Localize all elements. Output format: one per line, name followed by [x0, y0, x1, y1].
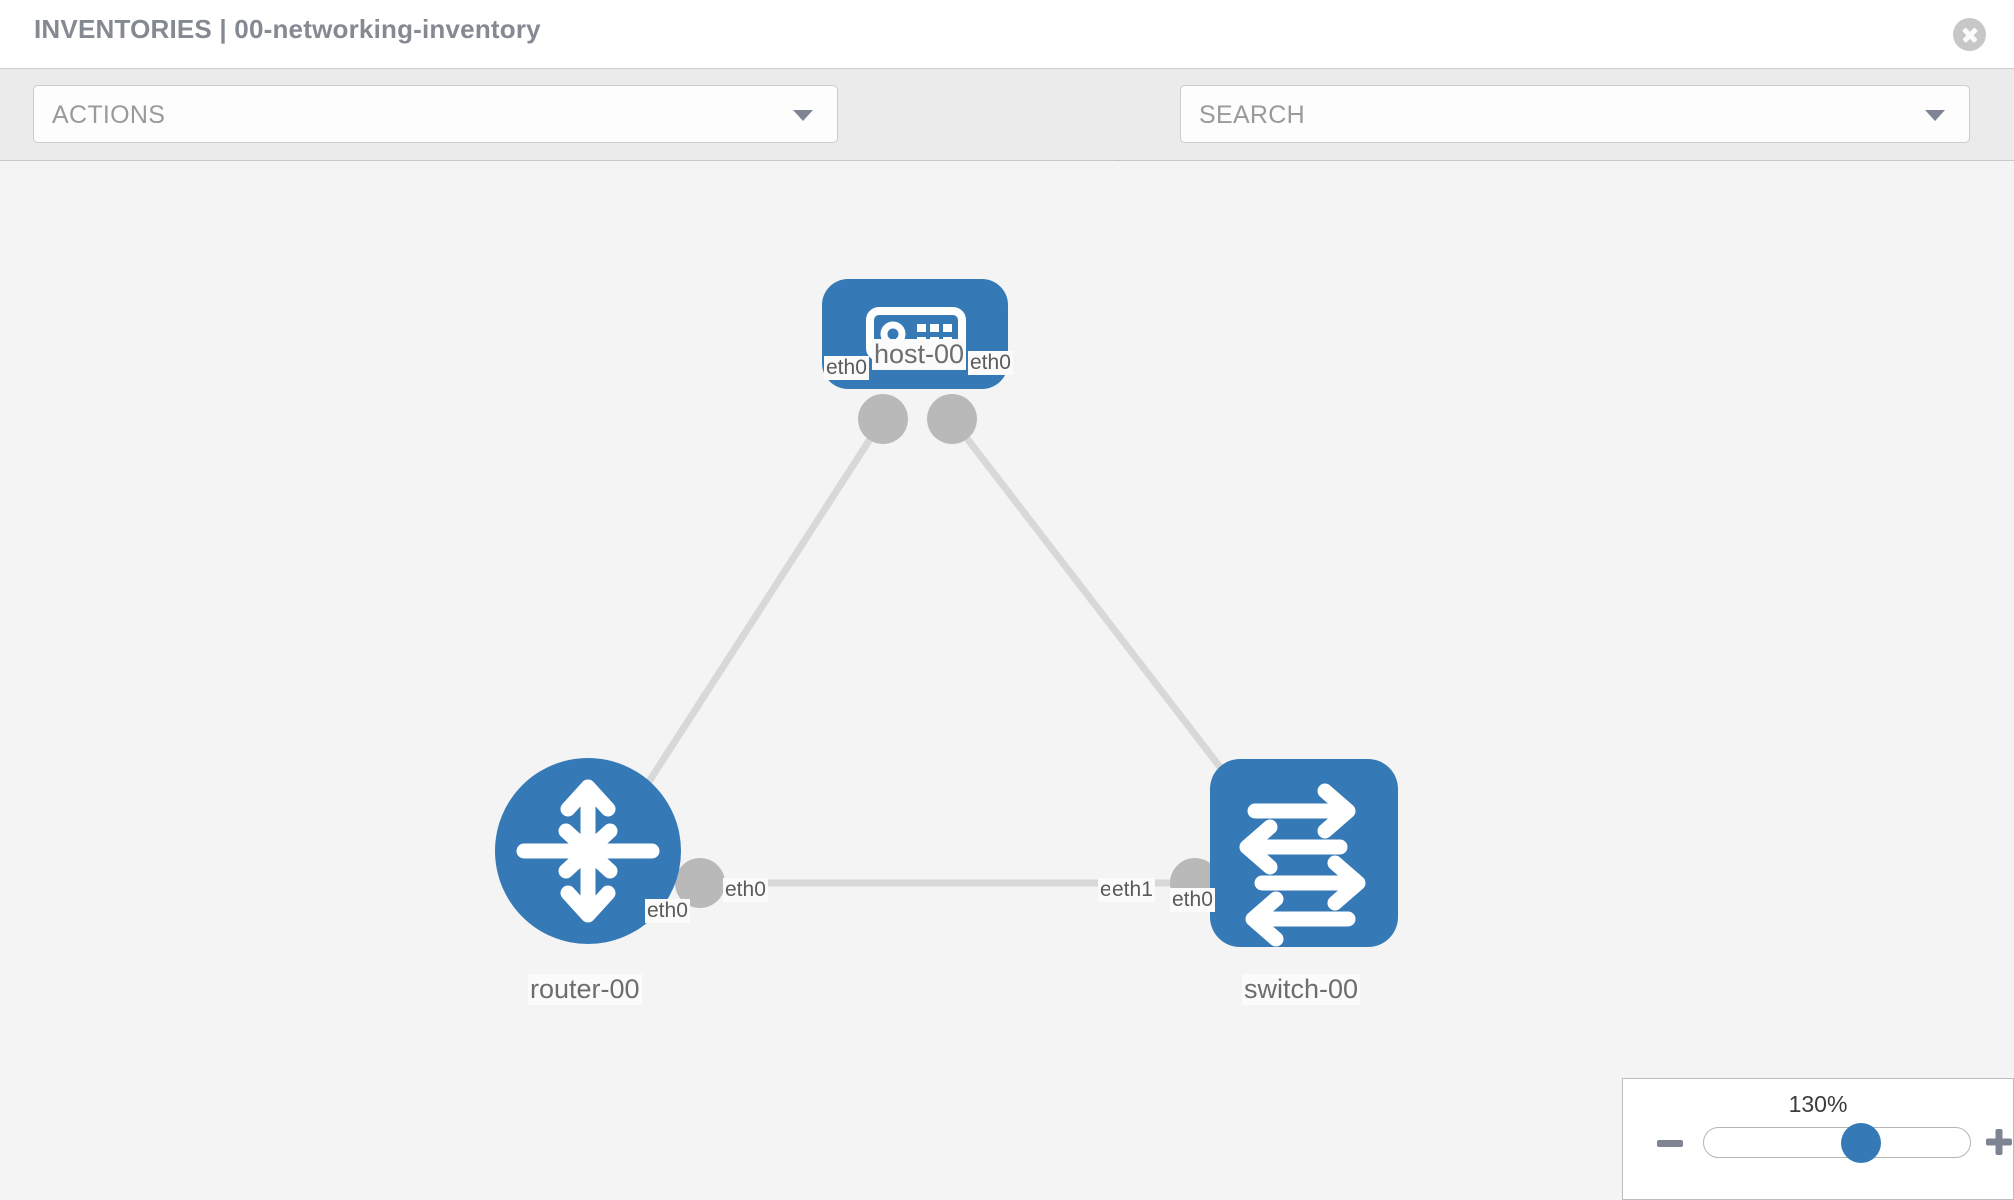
link-endpoint — [675, 858, 725, 908]
plus-icon[interactable] — [1985, 1128, 2013, 1156]
minus-icon[interactable] — [1657, 1140, 1683, 1147]
zoom-control-panel: 130% — [1622, 1078, 2014, 1200]
topology-graph — [495, 279, 1398, 947]
iface-label-router-eth0-uplink: eth0 — [645, 899, 690, 923]
link-host-switch — [949, 416, 1243, 796]
link-host-router — [627, 417, 886, 813]
iface-label-router-eth0-trunk: eth0 — [723, 878, 768, 902]
iface-label-host-eth0-right: eth0 — [968, 351, 1013, 375]
node-label-switch-00: switch-00 — [1242, 974, 1361, 1005]
switch-arrows-icon — [1239, 783, 1366, 947]
node-router-00[interactable] — [495, 758, 681, 944]
link-endpoint — [858, 394, 908, 444]
actions-dropdown-label: ACTIONS — [52, 101, 166, 129]
search-placeholder: SEARCH — [1199, 101, 1305, 129]
iface-label-switch-eth0-uplink: eth0 — [1170, 888, 1215, 912]
zoom-slider-thumb[interactable] — [1841, 1123, 1881, 1163]
zoom-level-value: 130% — [1788, 1091, 1848, 1117]
node-label-host-00: host-00 — [872, 339, 967, 370]
link-endpoint — [927, 394, 977, 444]
page-title: INVENTORIES | 00-networking-inventory — [34, 14, 541, 44]
router-arrows-icon — [516, 779, 660, 923]
toolbar: ACTIONS SEARCH — [0, 68, 2014, 199]
chevron-down-icon[interactable] — [1925, 110, 1945, 121]
topology-canvas[interactable]: host-00 router-00 switch-00 eth0 eth0 et… — [0, 161, 2014, 1200]
zoom-slider[interactable] — [1703, 1123, 1971, 1163]
iface-label-host-eth0-left: eth0 — [824, 356, 869, 380]
close-icon[interactable] — [1953, 18, 1986, 51]
actions-dropdown[interactable]: ACTIONS — [33, 85, 838, 143]
node-label-router-00: router-00 — [528, 974, 642, 1005]
iface-label-switch-eth1-trunk: eth1 — [1110, 878, 1155, 902]
page-header: INVENTORIES | 00-networking-inventory — [0, 0, 2014, 68]
chevron-down-icon — [793, 110, 813, 121]
search-input[interactable]: SEARCH — [1180, 85, 1970, 143]
node-switch-00[interactable] — [1210, 759, 1398, 947]
